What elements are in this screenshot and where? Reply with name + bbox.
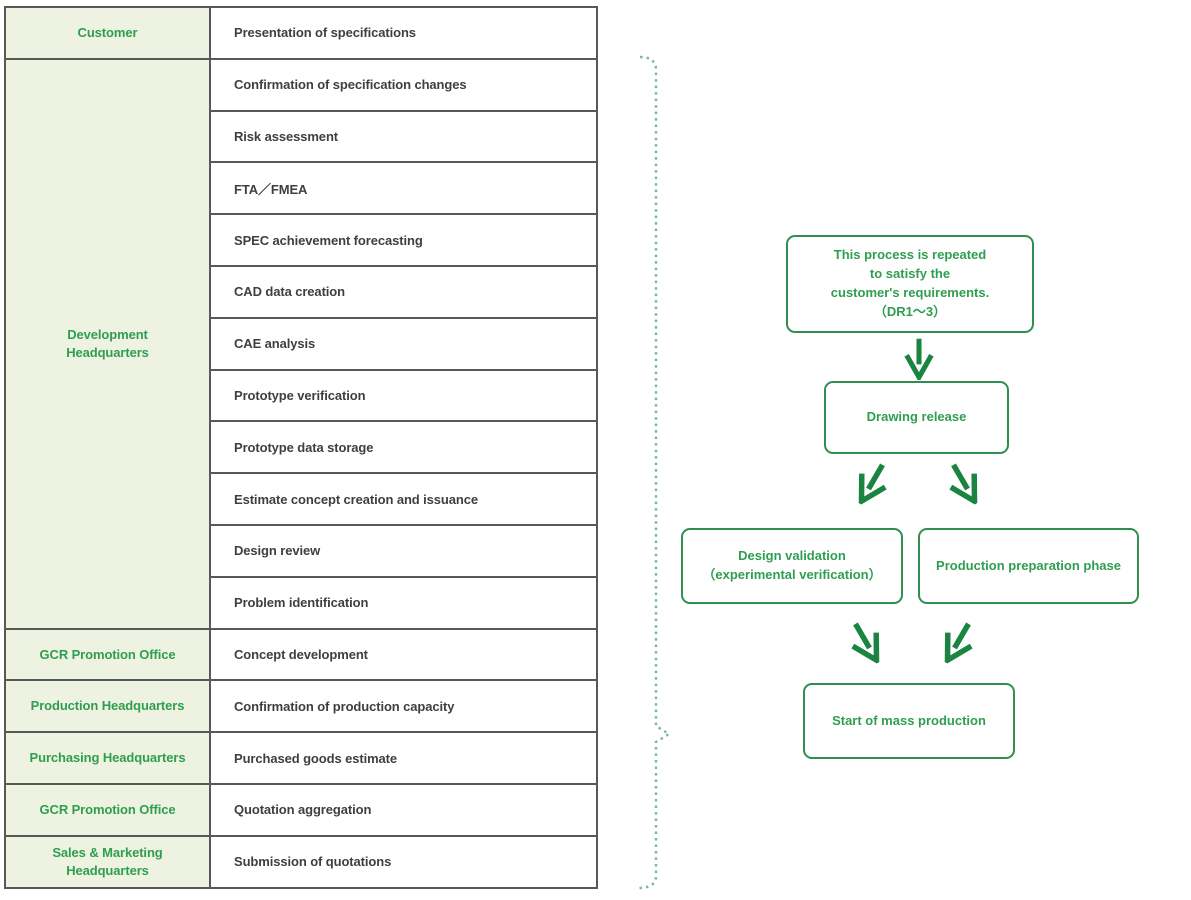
process-cell: Presentation of specifications <box>209 6 598 60</box>
down-right-arrow-icon <box>949 463 978 507</box>
process-cell: Concept development <box>209 627 598 682</box>
process-cell: Prototype verification <box>209 368 598 423</box>
dept-cell-customer: Customer <box>4 6 211 60</box>
table-row: CAE analysis <box>5 316 598 371</box>
process-cell: SPEC achievement forecasting <box>209 213 598 267</box>
table-row: Development Headquarters Confirmation of… <box>4 57 598 630</box>
process-cell: Estimate concept creation and issuance <box>209 472 598 526</box>
process-cell: Quotation aggregation <box>209 782 598 837</box>
table-row: CAD data creation <box>5 264 598 319</box>
design-validation-box: Design validation （experimental verifica… <box>681 528 903 604</box>
process-cell: Submission of quotations <box>209 834 598 889</box>
process-cell: Confirmation of specification changes <box>209 57 598 112</box>
dept-cell-development-headquarters: Development Headquarters <box>4 57 211 630</box>
process-cell: Prototype data storage <box>209 420 598 475</box>
dept-cell-gcr-promotion-office: GCR Promotion Office <box>4 627 211 682</box>
process-table: Customer Presentation of specifications … <box>4 6 598 889</box>
process-cell: Risk assessment <box>209 109 598 164</box>
table-row: FTA／FMEA <box>5 161 598 216</box>
dept-cell-production-headquarters: Production Headquarters <box>4 679 211 734</box>
process-cell: CAE analysis <box>209 316 598 371</box>
process-cell: FTA／FMEA <box>209 161 598 216</box>
repeat-note-box: This process is repeated to satisfy the … <box>786 235 1034 333</box>
dept-cell-purchasing-headquarters: Purchasing Headquarters <box>4 731 211 785</box>
table-row: Sales & Marketing Headquarters Submissio… <box>4 834 598 889</box>
down-arrow-icon <box>904 338 934 380</box>
table-row: Estimate concept creation and issuance <box>5 472 598 526</box>
process-cell: Confirmation of production capacity <box>209 679 598 734</box>
design-validation-text: Design validation （experimental verifica… <box>702 548 882 582</box>
down-right-arrow-icon <box>851 622 880 666</box>
drawing-release-box: Drawing release <box>824 381 1009 454</box>
repeat-note-text: This process is repeated to satisfy the … <box>830 247 990 319</box>
dotted-brace-icon <box>637 55 672 890</box>
table-row: Purchasing Headquarters Purchased goods … <box>4 731 598 785</box>
table-row: Production Headquarters Confirmation of … <box>4 679 598 734</box>
table-row: Prototype verification <box>5 368 598 423</box>
table-row: Problem identification <box>5 575 598 630</box>
dept-cell-sales-marketing-headquarters: Sales & Marketing Headquarters <box>4 834 211 889</box>
table-row: Design review <box>5 523 598 578</box>
dept-cell-gcr-promotion-office-2: GCR Promotion Office <box>4 782 211 837</box>
process-cell: Purchased goods estimate <box>209 731 598 785</box>
table-row: GCR Promotion Office Concept development <box>4 627 598 682</box>
production-preparation-box: Production preparation phase <box>918 528 1139 604</box>
table-row: Risk assessment <box>5 109 598 164</box>
process-cell: Design review <box>209 523 598 578</box>
down-left-arrow-icon <box>858 463 887 507</box>
mass-production-box: Start of mass production <box>803 683 1015 759</box>
drawing-release-text: Drawing release <box>866 409 967 425</box>
down-left-arrow-icon <box>944 622 973 666</box>
production-preparation-text: Production preparation phase <box>936 557 1121 573</box>
table-row: GCR Promotion Office Quotation aggregati… <box>4 782 598 837</box>
process-cell: CAD data creation <box>209 264 598 319</box>
mass-production-text: Start of mass production <box>832 712 986 728</box>
table-row: Prototype data storage <box>5 420 598 475</box>
table-row: SPEC achievement forecasting <box>5 213 598 267</box>
process-cell: Problem identification <box>209 575 598 630</box>
table-row: Customer Presentation of specifications <box>4 6 598 60</box>
